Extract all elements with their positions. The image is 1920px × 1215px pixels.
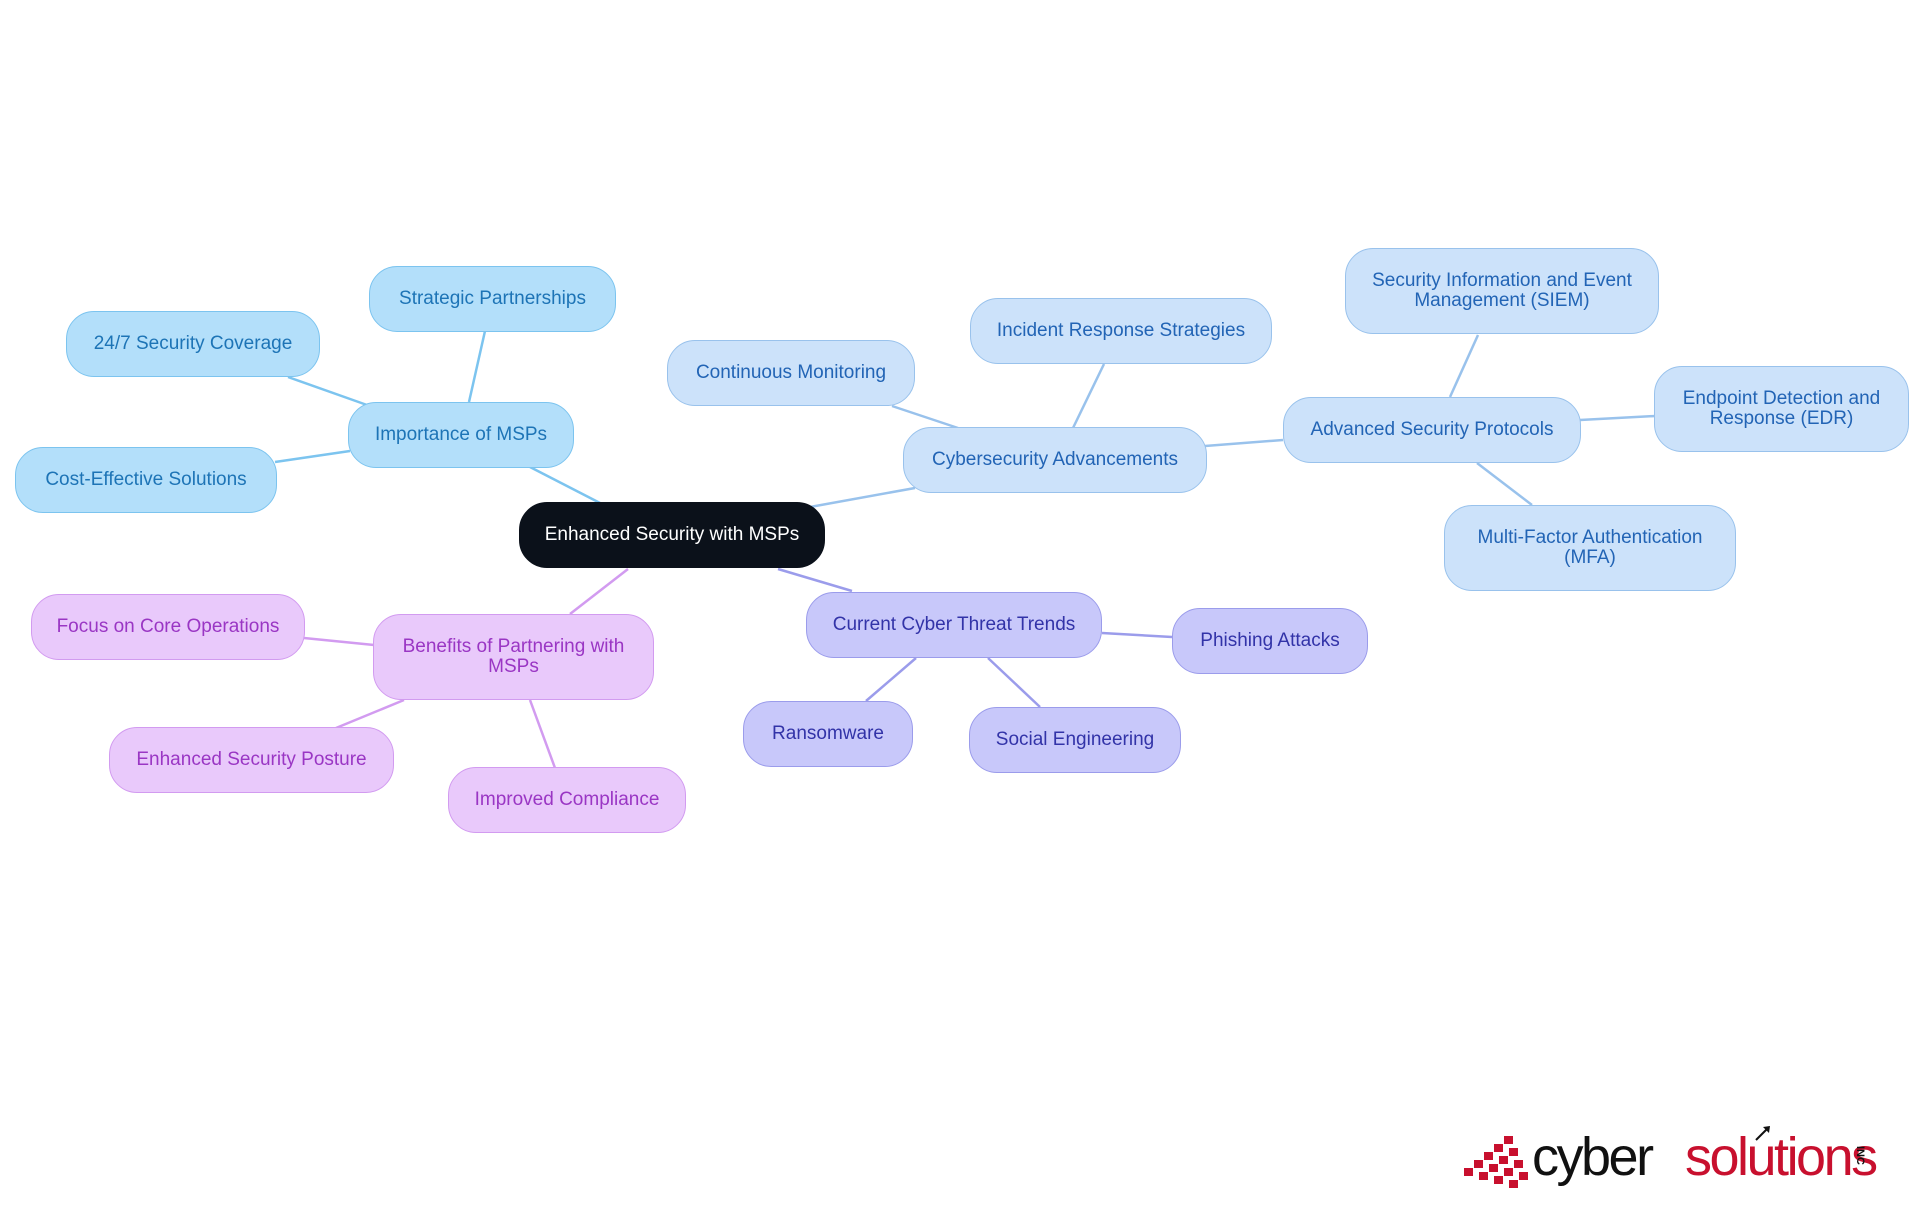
edge-benefits-focus	[303, 636, 375, 647]
root-node-label: Enhanced Security with MSPs	[544, 524, 800, 545]
logo-inc: INC	[1854, 1146, 1866, 1165]
node-advanced-security-protocols: Advanced Security Protocols	[1283, 397, 1581, 463]
root-node: Enhanced Security with MSPs	[519, 502, 825, 568]
cybersolutions-logo: cyber solutions INC	[1462, 1124, 1878, 1194]
edge-protocols-edr	[1579, 414, 1656, 422]
node-focus-on-core-operations: Focus on Core Operations	[31, 594, 305, 660]
node-improved-compliance: Improved Compliance	[448, 767, 686, 833]
node-phishing-attacks: Phishing Attacks	[1172, 608, 1368, 674]
edge-threats-ransomware	[865, 657, 917, 702]
edge-importance-coverage	[287, 375, 368, 407]
node-siem: Security Information and Event Managemen…	[1345, 248, 1659, 334]
node-enhanced-security-posture: Enhanced Security Posture	[109, 727, 394, 793]
edge-root-importance	[529, 465, 601, 505]
edge-advancements-incident	[1071, 363, 1106, 429]
node-mfa: Multi-Factor Authentication (MFA)	[1444, 505, 1736, 591]
edge-protocols-mfa	[1476, 462, 1533, 506]
node-continuous-monitoring: Continuous Monitoring	[667, 340, 915, 406]
node-benefits-of-partnering: Benefits of Partnering with MSPs	[373, 614, 654, 700]
node-edr: Endpoint Detection and Response (EDR)	[1654, 366, 1909, 452]
node-strategic-partnerships: Strategic Partnerships	[369, 266, 616, 332]
edge-root-benefits	[569, 568, 629, 615]
node-current-cyber-threat-trends: Current Cyber Threat Trends	[806, 592, 1102, 658]
edge-advancements-monitoring	[891, 404, 959, 430]
node-importance-of-msps: Importance of MSPs	[348, 402, 574, 468]
logo-word-solutions: solutions	[1685, 1127, 1878, 1187]
node-social-engineering: Social Engineering	[969, 707, 1181, 773]
logo-arrow-icon	[1755, 1126, 1770, 1141]
node-ransomware: Ransomware	[743, 701, 913, 767]
logo-squares-icon	[1464, 1136, 1528, 1188]
edge-importance-cost	[274, 449, 351, 464]
edge-threats-social	[987, 657, 1041, 708]
node-24-7-security-coverage: 24/7 Security Coverage	[66, 311, 320, 377]
node-cybersecurity-advancements: Cybersecurity Advancements	[903, 427, 1207, 493]
edge-benefits-posture	[335, 698, 405, 730]
edge-threats-phishing	[1101, 631, 1173, 639]
node-cost-effective-solutions: Cost-Effective Solutions	[15, 447, 277, 513]
logo-word-cyber: cyber	[1532, 1127, 1654, 1187]
edge-protocols-siem	[1448, 334, 1480, 398]
edge-importance-strategic	[467, 330, 487, 403]
edge-root-advancements	[809, 486, 916, 509]
edge-root-threats	[777, 567, 853, 593]
node-incident-response-strategies: Incident Response Strategies	[970, 298, 1272, 364]
edge-advancements-protocols	[1204, 438, 1284, 448]
edge-benefits-compliance	[528, 699, 557, 769]
